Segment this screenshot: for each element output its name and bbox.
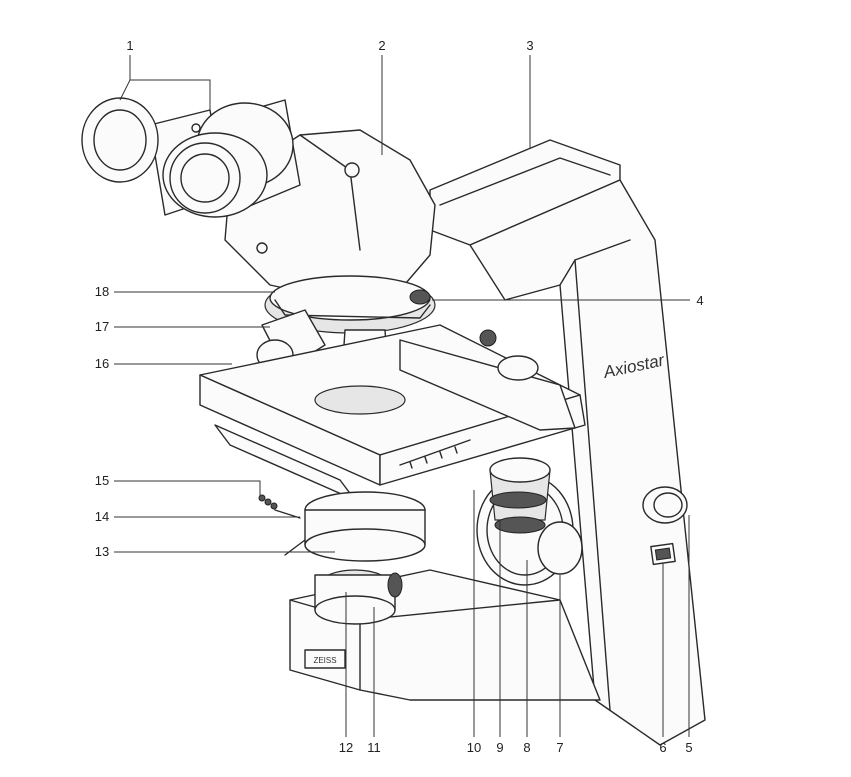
callout-8: 8: [523, 740, 530, 755]
callout-9: 9: [496, 740, 503, 755]
callout-16: 16: [95, 356, 109, 371]
callout-13: 13: [95, 544, 109, 559]
zeiss-logo: ZEISS: [313, 656, 336, 665]
focus-knobs: [477, 458, 582, 585]
callout-7: 7: [556, 740, 563, 755]
callout-11: 11: [367, 740, 381, 755]
callout-17: 17: [95, 319, 109, 334]
callout-14: 14: [95, 509, 109, 524]
callout-3: 3: [526, 38, 533, 53]
callout-12: 12: [339, 740, 353, 755]
callout-10: 10: [467, 740, 481, 755]
callout-15: 15: [95, 473, 109, 488]
callout-1: 1: [126, 38, 133, 53]
callout-5: 5: [685, 740, 692, 755]
callout-2: 2: [378, 38, 385, 53]
callout-18: 18: [95, 284, 109, 299]
callout-4: 4: [696, 293, 703, 308]
callout-6: 6: [659, 740, 666, 755]
